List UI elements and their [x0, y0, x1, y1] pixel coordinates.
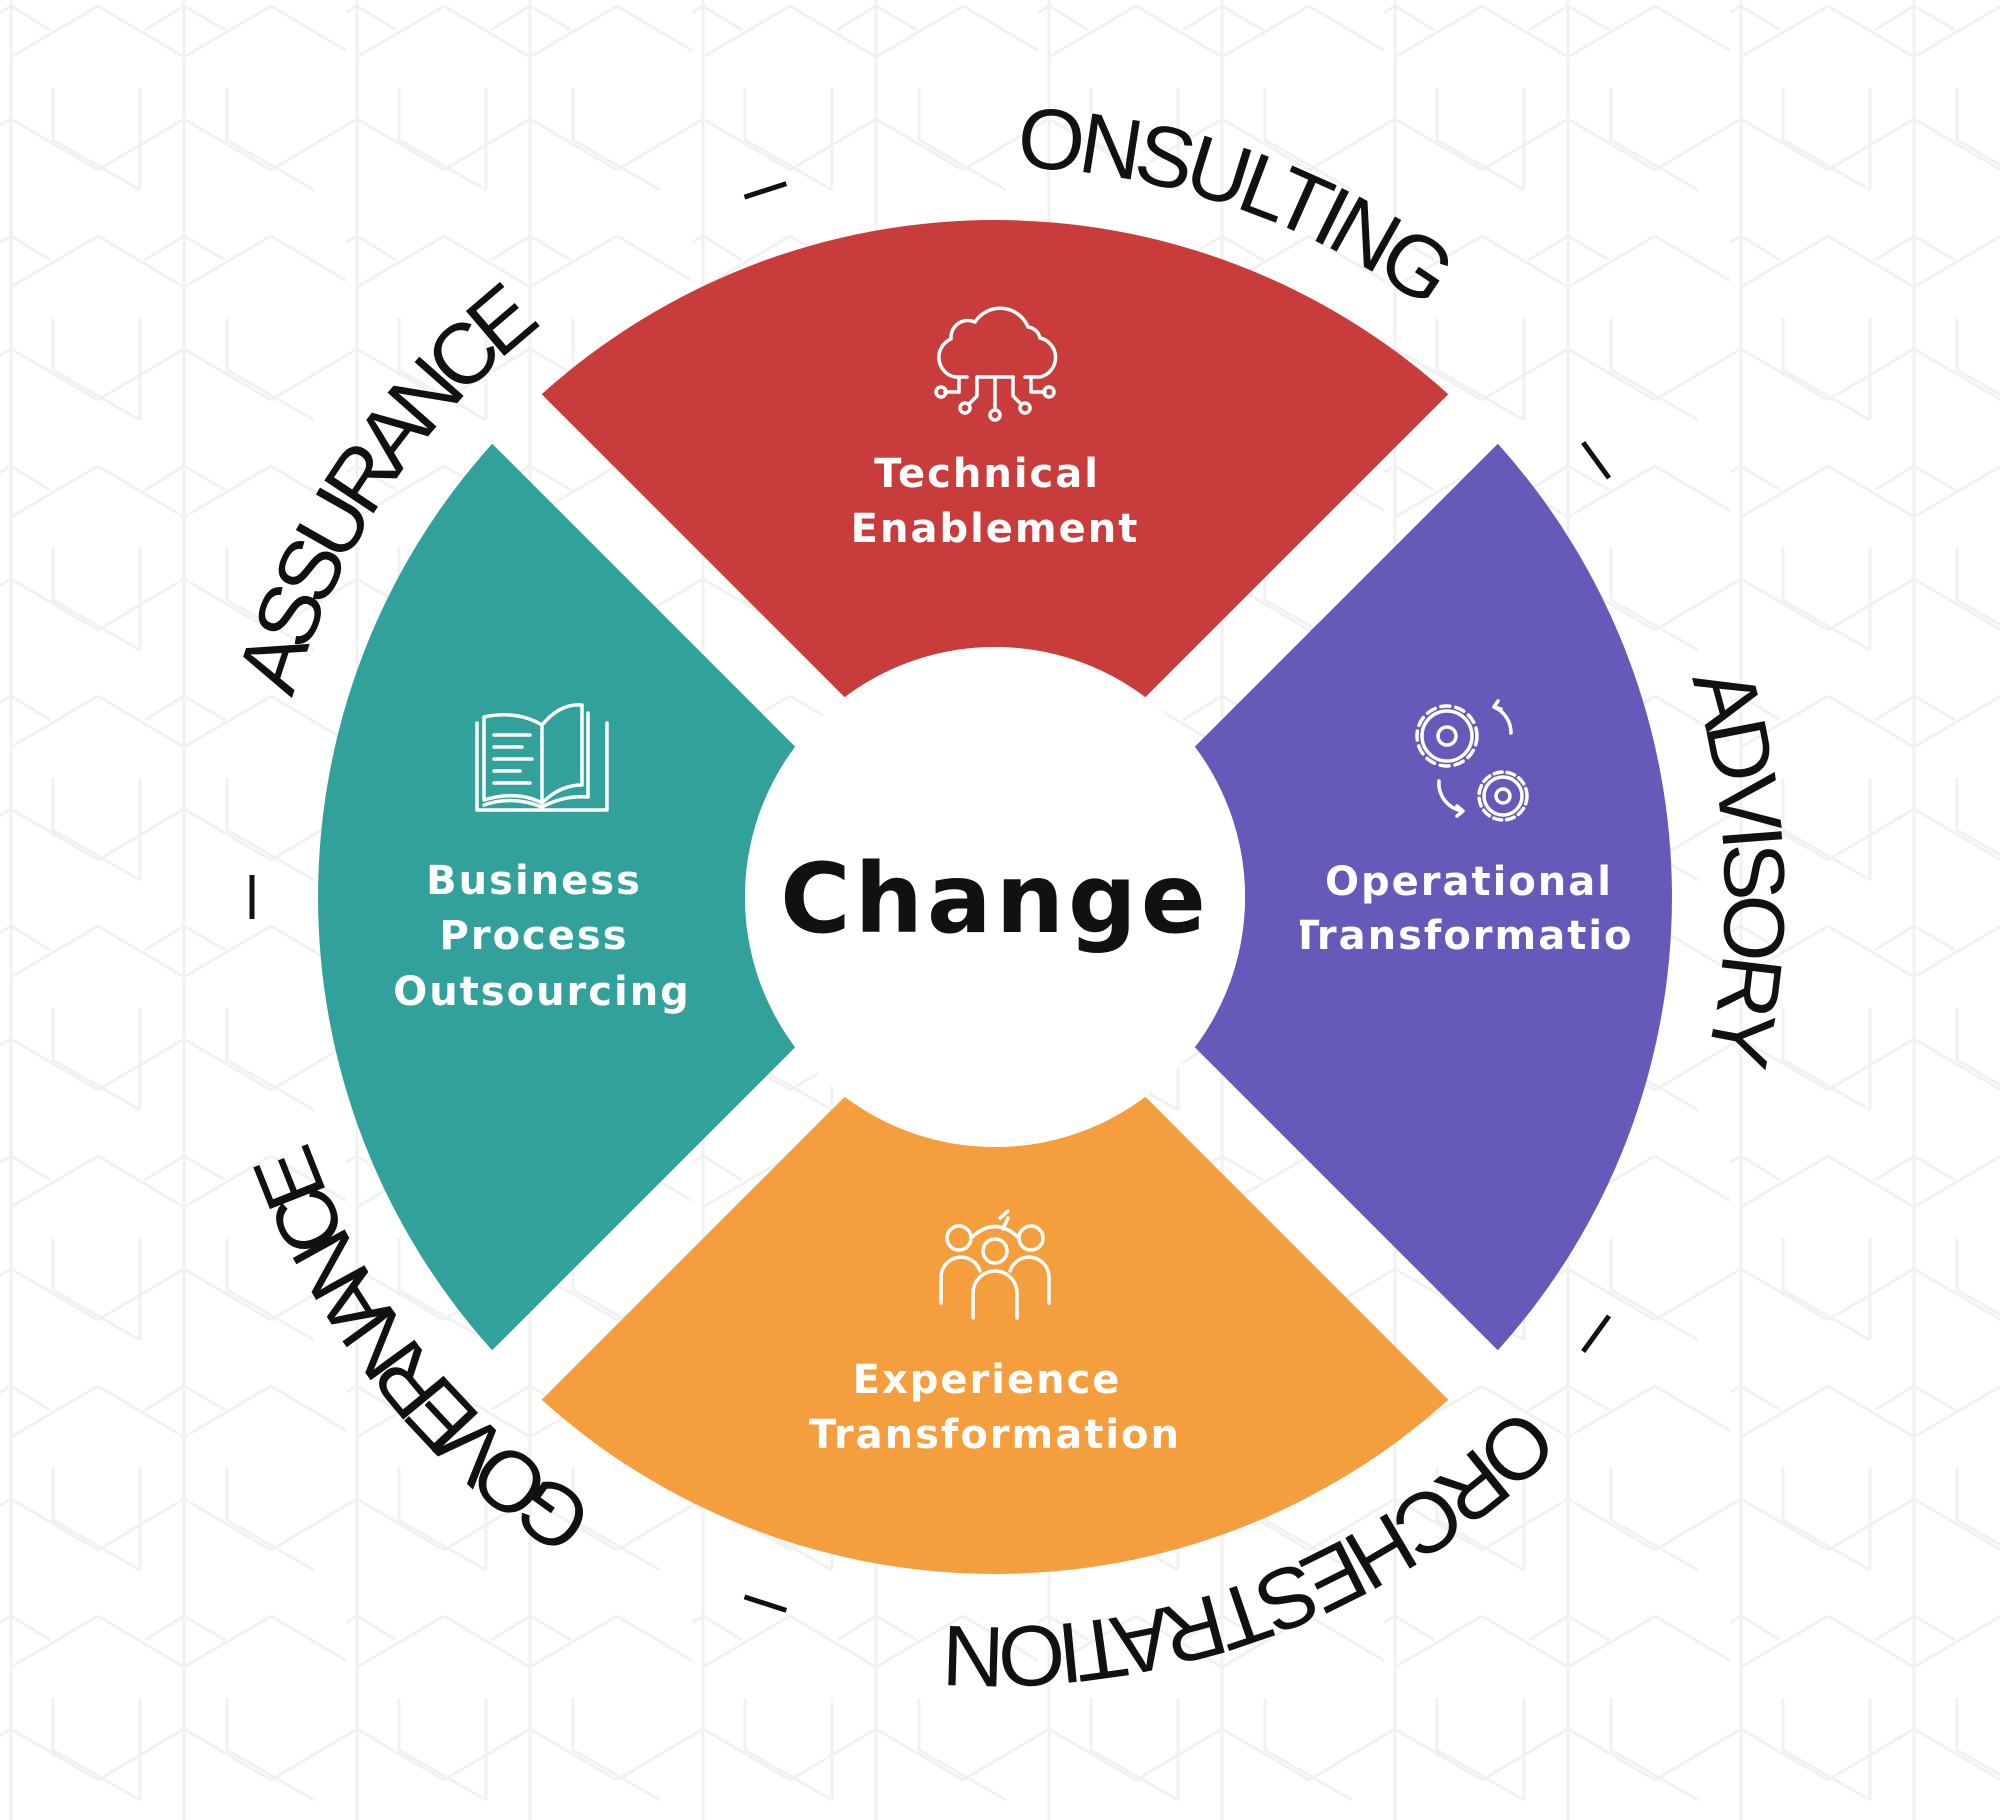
experience-label: Experience Transformation	[809, 1357, 1181, 1458]
segment-technical-enablement[interactable]	[541, 220, 1449, 698]
ring-dividers	[249, 181, 1612, 1613]
segment-experience-transformation[interactable]	[541, 1096, 1449, 1574]
cloud-network-icon	[934, 306, 1058, 422]
center-label: Change	[780, 843, 1210, 955]
divider-dash	[743, 181, 788, 200]
operational-label-line1: Operational	[1325, 859, 1613, 905]
gears-icon	[1415, 699, 1529, 822]
segment-operational-transformation[interactable]	[1194, 443, 1672, 1351]
people-network-icon	[939, 1209, 1051, 1320]
technical-label: Technical Enablement	[851, 451, 1140, 552]
business-label: Business Process Outsourcing	[393, 858, 691, 1015]
divider-dash	[1581, 1314, 1612, 1353]
divider-dash	[1581, 441, 1612, 480]
open-book-icon	[475, 703, 609, 812]
divider-dash	[743, 1594, 788, 1613]
center-circle	[745, 647, 1245, 1147]
segment-business-process-outsourcing[interactable]	[318, 443, 796, 1351]
operational-label-line2: Transformation	[1292, 913, 1664, 959]
